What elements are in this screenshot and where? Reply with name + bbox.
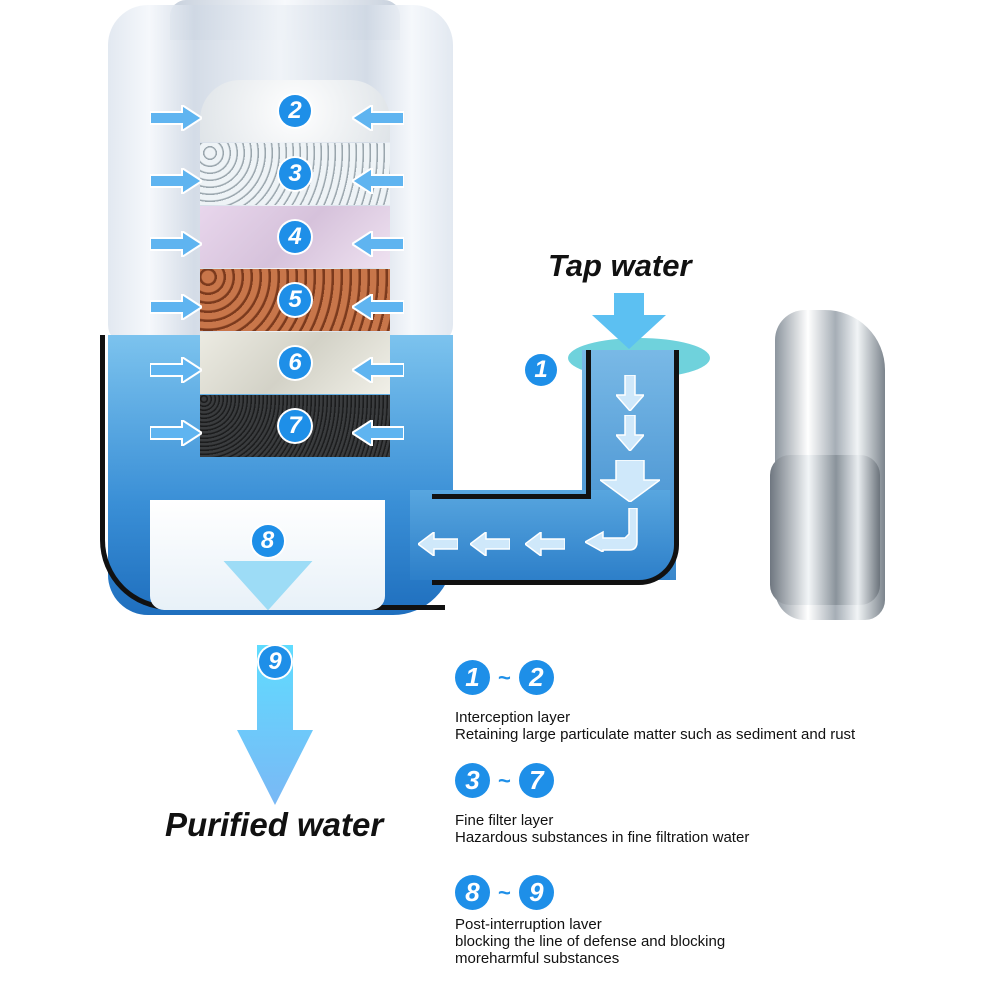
legend-range: 3 ~ 7 xyxy=(455,763,935,798)
tap-in-arrow-icon xyxy=(592,293,666,349)
flow-down-arrow-icon xyxy=(614,374,646,413)
valve-collar xyxy=(770,455,880,605)
badge-8: 8 xyxy=(251,525,284,557)
badge-9: 9 xyxy=(259,646,291,678)
arrow-left-icon xyxy=(350,418,405,448)
filter-layer-6: 6 xyxy=(200,332,390,394)
legend-line: blocking the line of defense and blockin… xyxy=(455,933,726,950)
legend-line: Retaining large particulate matter such … xyxy=(455,726,856,743)
arrow-right-icon xyxy=(149,355,204,385)
badge-1: 1 xyxy=(525,354,557,386)
badge-7: 7 xyxy=(279,410,311,442)
arrow-right-icon xyxy=(149,292,204,322)
badge-9: 9 xyxy=(518,875,554,910)
arrow-left-icon xyxy=(350,229,405,259)
channel-outline-inner xyxy=(432,350,591,499)
range-separator: ~ xyxy=(498,767,511,793)
badge-4: 4 xyxy=(279,221,311,253)
filter-layer-4: 4 xyxy=(200,206,390,268)
legend-title: Interception layer xyxy=(455,709,571,726)
legend-title: Fine filter layer xyxy=(455,812,554,829)
badge-3: 3 xyxy=(455,763,490,798)
legend-title: Post-interruption laver xyxy=(455,916,602,933)
legend-description: Fine filter layer Hazardous substances i… xyxy=(455,812,935,846)
arrow-right-icon xyxy=(149,166,204,196)
channel-outline-outer xyxy=(432,350,679,585)
legend-group-fine-filter: 3 ~ 7 Fine filter layer Hazardous substa… xyxy=(455,763,935,846)
legend-group-post-interruption: 8 ~ 9 Post-interruption laver blocking t… xyxy=(455,875,935,967)
badge-2: 2 xyxy=(518,660,554,695)
purified-water-label: Purified water xyxy=(165,806,384,843)
filter-layer-7: 7 xyxy=(200,395,390,457)
badge-7: 7 xyxy=(518,763,554,798)
badge-1: 1 xyxy=(455,660,490,695)
filter-layer-5: 5 xyxy=(200,269,390,331)
purified-out-arrow-icon xyxy=(237,645,313,805)
arrow-left-icon xyxy=(350,166,405,196)
badge-6: 6 xyxy=(279,347,311,379)
arrow-left-icon xyxy=(350,292,405,322)
range-separator: ~ xyxy=(498,664,511,690)
legend-description: Interception layer Retaining large parti… xyxy=(455,709,935,743)
range-separator: ~ xyxy=(498,879,511,905)
flow-down-arrow-icon xyxy=(597,459,663,503)
legend-description: Post-interruption laver blocking the lin… xyxy=(455,916,935,967)
arrow-right-icon xyxy=(149,418,204,448)
filter-layer-2: 2 xyxy=(200,80,390,142)
arrow-left-icon xyxy=(350,355,405,385)
badge-3: 3 xyxy=(279,158,311,190)
flow-left-arrow-icon xyxy=(416,530,459,558)
badge-5: 5 xyxy=(279,284,311,316)
arrow-left-icon xyxy=(350,103,405,133)
arrow-right-icon xyxy=(149,103,204,133)
badge-2: 2 xyxy=(279,95,311,127)
arrow-right-icon xyxy=(149,229,204,259)
tap-water-label: Tap water xyxy=(548,248,692,283)
filter-layer-8: 8 xyxy=(150,500,385,610)
legend-group-interception: 1 ~ 2 Interception layer Retaining large… xyxy=(455,660,935,743)
flow-down-arrow-icon xyxy=(614,414,646,453)
down-arrow-icon xyxy=(223,560,312,610)
legend-line: moreharmful substances xyxy=(455,950,620,967)
legend-range: 1 ~ 2 xyxy=(455,660,935,695)
legend-range: 8 ~ 9 xyxy=(455,875,935,910)
badge-8: 8 xyxy=(455,875,490,910)
legend-line: Hazardous substances in fine filtration … xyxy=(455,829,750,846)
flow-left-arrow-icon xyxy=(468,530,511,558)
flow-left-arrow-icon xyxy=(523,530,566,558)
filter-layer-3: 3 xyxy=(200,143,390,205)
flow-turn-arrow-icon xyxy=(583,507,641,554)
